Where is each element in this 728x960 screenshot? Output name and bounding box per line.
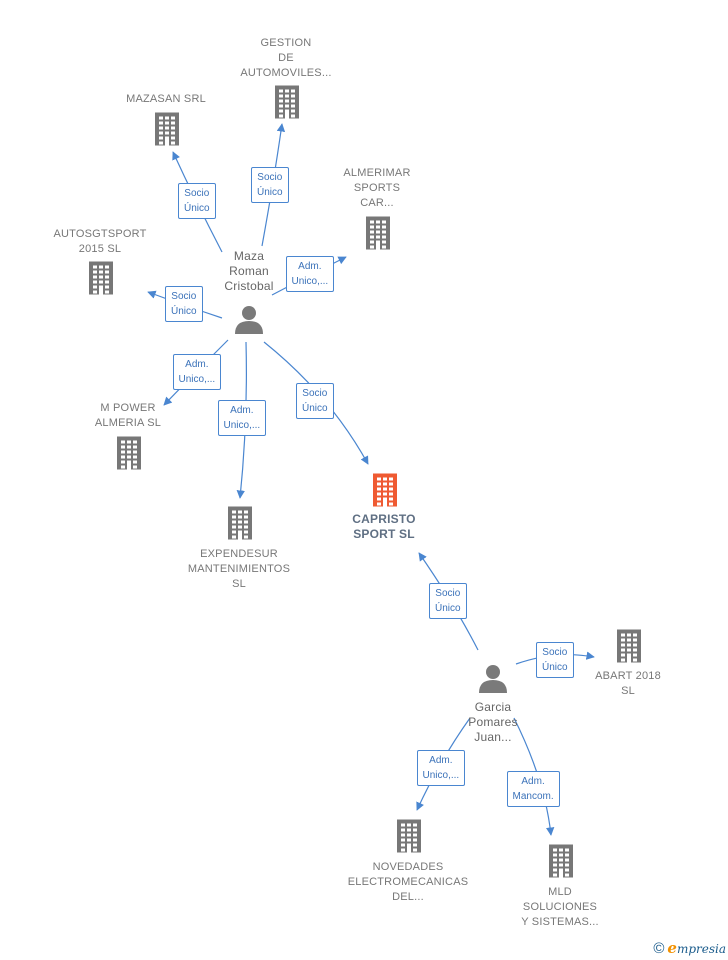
node-label-mld: MLD SOLUCIONES Y SISTEMAS... [521, 886, 599, 928]
edge-label-maza-mazasan[interactable]: Socio Único [178, 183, 216, 219]
node-label-garcia: Garcia Pomares Juan... [468, 700, 518, 744]
novedades-building-icon[interactable] [397, 819, 421, 853]
nodes-layer [89, 85, 641, 878]
edge-label-maza-capristo[interactable]: Socio Único [296, 383, 334, 419]
copyright-icon: © [653, 939, 665, 957]
edge-label-maza-autosgt[interactable]: Socio Único [165, 286, 203, 322]
edge-label-garcia-abart[interactable]: Socio Único [536, 642, 574, 678]
footer-brand[interactable]: © empresia [653, 939, 726, 957]
mazasan-building-icon[interactable] [155, 112, 179, 146]
edge-label-maza-almerimar[interactable]: Adm. Unico,... [285, 256, 335, 292]
almerimar-building-icon[interactable] [366, 216, 390, 250]
capristo-building-icon[interactable] [373, 473, 397, 507]
edge-label-garcia-capristo[interactable]: Socio Único [429, 583, 467, 619]
node-label-almerimar: ALMERIMAR SPORTS CAR... [343, 167, 411, 209]
autosgt-building-icon[interactable] [89, 261, 113, 295]
expendesur-building-icon[interactable] [228, 506, 252, 540]
node-label-gestion: GESTION DE AUTOMOVILES... [240, 37, 332, 79]
edge-label-maza-gestion[interactable]: Socio Único [251, 167, 289, 203]
abart-building-icon[interactable] [617, 629, 641, 663]
node-label-mazasan: MAZASAN SRL [126, 93, 206, 105]
node-label-mpower: M POWER ALMERIA SL [94, 402, 162, 429]
node-label-autosgt: AUTOSGTSPORT 2015 SL [53, 228, 147, 255]
mpower-building-icon[interactable] [117, 436, 141, 470]
node-label-maza: Maza Roman Cristobal [224, 249, 274, 293]
node-label-abart: ABART 2018 SL [595, 670, 661, 697]
node-label-expendesur: EXPENDESUR MANTENIMIENTOS SL [187, 548, 291, 590]
maza-person-icon[interactable] [235, 306, 263, 334]
edge-label-maza-expendesur[interactable]: Adm. Unico,... [217, 400, 267, 436]
node-label-capristo: CAPRISTO SPORT SL [352, 512, 416, 541]
mld-building-icon[interactable] [549, 844, 573, 878]
edge-label-garcia-novedades[interactable]: Adm. Unico,... [416, 750, 466, 786]
brand-logo: empresia [667, 939, 726, 957]
garcia-person-icon[interactable] [479, 665, 507, 693]
edge-label-maza-mpower[interactable]: Adm. Unico,... [172, 354, 222, 390]
gestion-building-icon[interactable] [275, 85, 299, 119]
edge-label-garcia-mld[interactable]: Adm. Mancom. [506, 771, 560, 807]
node-label-novedades: NOVEDADES ELECTROMECANICAS DEL... [347, 861, 469, 903]
